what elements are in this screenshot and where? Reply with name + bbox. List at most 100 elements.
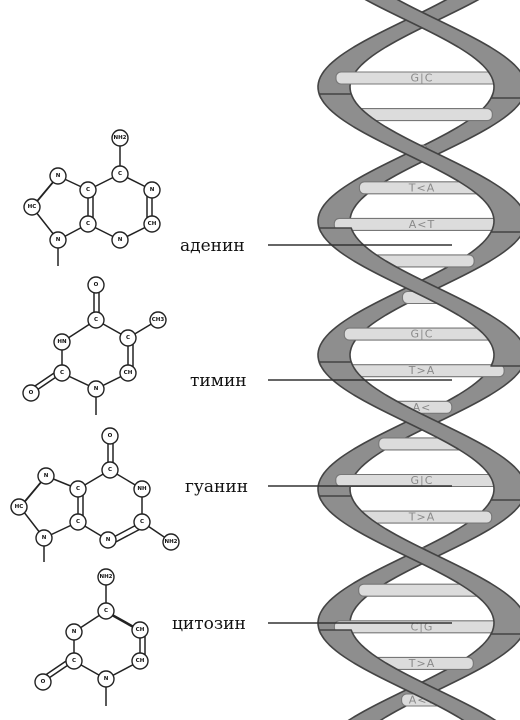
cytosine-atom: N	[66, 624, 82, 640]
svg-text:CH: CH	[148, 221, 157, 227]
guanine-atom: N	[38, 468, 54, 484]
svg-text:CH: CH	[136, 627, 145, 633]
svg-text:C: C	[118, 171, 122, 177]
svg-text:N: N	[42, 535, 47, 541]
adenine-atom: C	[112, 166, 128, 182]
guanine-atom: C	[70, 481, 86, 497]
svg-text:C: C	[86, 187, 90, 193]
adenine-atom: C	[80, 182, 96, 198]
adenine-atom: NH2	[112, 130, 128, 146]
adenine-atom: HC	[24, 199, 40, 215]
svg-text:HC: HC	[28, 204, 37, 210]
svg-text:C: C	[104, 608, 108, 614]
thymine-atom: C	[120, 330, 136, 346]
base-pair-rung: G|C	[344, 328, 499, 341]
svg-text:N: N	[72, 629, 77, 635]
svg-text:O: O	[29, 390, 34, 396]
label-adenine-text: аденин	[180, 236, 245, 256]
adenine-structure: NH2 C N CH N C C N HC N	[24, 130, 160, 266]
rung-label: T>A	[408, 657, 435, 670]
svg-text:N: N	[106, 537, 111, 543]
cytosine-atom: CH	[132, 653, 148, 669]
svg-text:C: C	[94, 317, 98, 323]
svg-text:CH3: CH3	[152, 317, 165, 323]
rung-label: C|G	[411, 620, 434, 633]
svg-text:CH: CH	[124, 370, 133, 376]
cytosine-atom: NH2	[98, 569, 114, 585]
thymine-atom: O	[88, 277, 104, 293]
cytosine-atom: CH	[132, 622, 148, 638]
svg-text:N: N	[150, 187, 155, 193]
cytosine-atom: O	[35, 674, 51, 690]
label-adenine: аденин	[180, 236, 452, 256]
rung-label: G|C	[411, 474, 434, 487]
svg-text:O: O	[41, 679, 46, 685]
svg-text:HC: HC	[15, 504, 24, 510]
svg-text:C: C	[72, 658, 76, 664]
thymine-atom: N	[88, 381, 104, 397]
rung-label: T<A	[408, 181, 435, 194]
adenine-atom: C	[80, 216, 96, 232]
label-thymine-text: тимин	[190, 371, 247, 391]
rung-label: T>A	[408, 364, 435, 377]
svg-text:N: N	[56, 173, 61, 179]
thymine-atom: C	[54, 365, 70, 381]
base-pair-rung: C|G	[334, 620, 509, 633]
svg-text:C: C	[76, 519, 80, 525]
svg-text:N: N	[118, 237, 123, 243]
guanine-atom: N	[100, 532, 116, 548]
rung-label: T>A	[408, 511, 435, 524]
adenine-atom: N	[50, 232, 66, 248]
dna-double-helix: G|CG|CT<AA<TG|CT>AA<G|CT>AA|CC|GT>AA<T	[318, 0, 520, 720]
adenine-atom: CH	[144, 216, 160, 232]
svg-text:C: C	[108, 467, 112, 473]
guanine-structure: O C NH C NH2 N C C N HC N	[11, 428, 179, 562]
svg-text:HN: HN	[57, 339, 67, 345]
base-pair-rung: A<T	[334, 218, 510, 231]
guanine-atom: C	[134, 514, 150, 530]
adenine-atom: N	[50, 168, 66, 184]
thymine-atom: O	[23, 385, 39, 401]
guanine-atom: N	[36, 530, 52, 546]
guanine-atom: HC	[11, 499, 27, 515]
thymine-structure: O C C CH3 CH N C O HN	[23, 277, 166, 415]
svg-text:C: C	[86, 221, 90, 227]
svg-text:N: N	[56, 237, 61, 243]
adenine-atom: N	[112, 232, 128, 248]
svg-text:NH2: NH2	[113, 135, 126, 141]
svg-text:N: N	[104, 676, 109, 682]
cytosine-atom: C	[66, 653, 82, 669]
cytosine-atom: C	[98, 603, 114, 619]
thymine-atom: HN	[54, 334, 70, 350]
svg-text:CH: CH	[136, 658, 145, 664]
thymine-atom: CH3	[150, 312, 166, 328]
svg-text:N: N	[44, 473, 49, 479]
svg-text:C: C	[60, 370, 64, 376]
guanine-atom: O	[102, 428, 118, 444]
label-guanine-text: гуанин	[185, 477, 248, 497]
svg-text:O: O	[94, 282, 99, 288]
base-pair-rung: G|C	[336, 474, 509, 487]
guanine-atom: NH2	[163, 534, 179, 550]
svg-text:C: C	[140, 519, 144, 525]
svg-text:NH2: NH2	[99, 574, 112, 580]
base-pair-rung: T>A	[340, 364, 504, 377]
cytosine-structure: NH2 C N CH CH N C O	[35, 569, 148, 706]
cytosine-atom: N	[98, 671, 114, 687]
rung-label: G|C	[411, 328, 434, 341]
rung-label: G|C	[411, 72, 434, 85]
guanine-atom: C	[102, 462, 118, 478]
rung-label: A<T	[409, 218, 435, 231]
guanine-atom: NH	[134, 481, 150, 497]
svg-text:N: N	[94, 386, 99, 392]
thymine-atom: CH	[120, 365, 136, 381]
svg-text:NH: NH	[137, 486, 147, 492]
svg-text:O: O	[108, 433, 113, 439]
adenine-atom: N	[144, 182, 160, 198]
svg-text:C: C	[126, 335, 130, 341]
base-pair-rung: G|C	[336, 72, 508, 85]
svg-text:C: C	[76, 486, 80, 492]
guanine-atom: C	[70, 514, 86, 530]
svg-text:NH2: NH2	[164, 539, 177, 545]
